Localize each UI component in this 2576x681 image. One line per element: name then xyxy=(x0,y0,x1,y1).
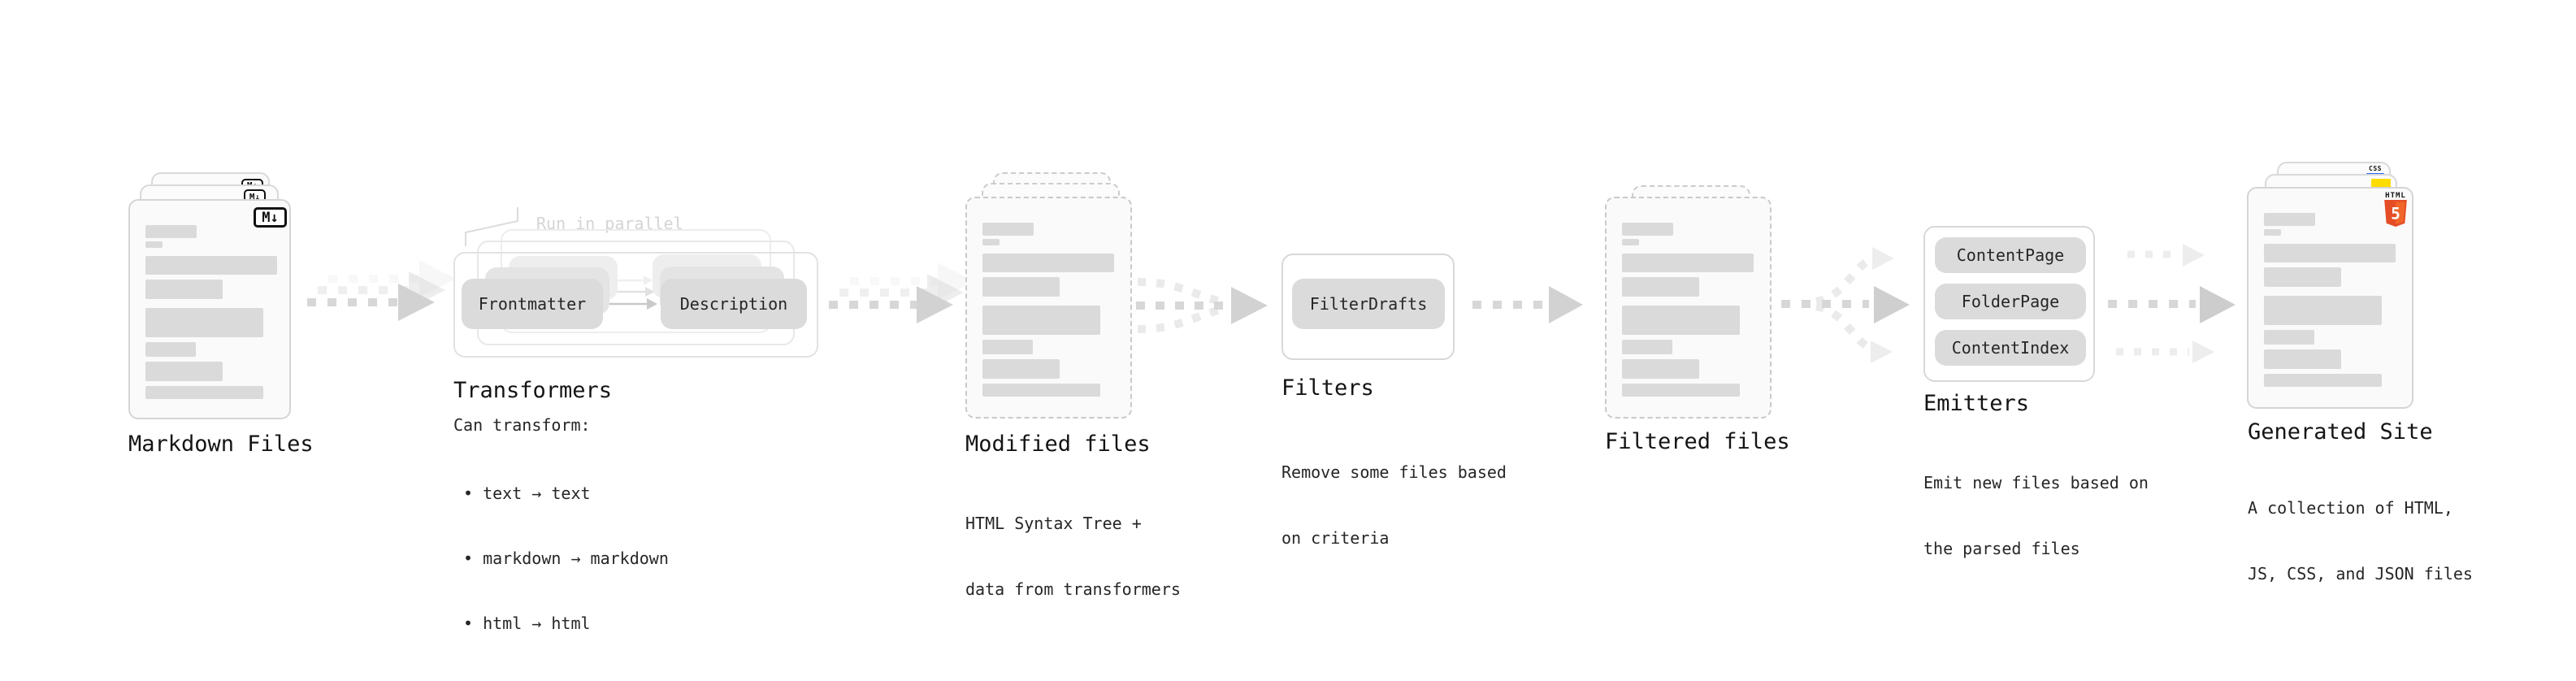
doc-text-line xyxy=(2264,267,2341,287)
markdown-file-card: M↓ xyxy=(128,199,291,419)
frontmatter-pill: Frontmatter xyxy=(462,279,603,329)
stage-title-emitters: Emitters xyxy=(1923,391,2030,416)
doc-text-line xyxy=(982,340,1033,354)
doc-text-line xyxy=(2264,244,2396,262)
js-file-icon xyxy=(2371,179,2391,189)
doc-text-line xyxy=(1622,340,1672,354)
generated-file-card: HTML 5 xyxy=(2247,187,2413,409)
doc-text-line xyxy=(145,256,277,275)
stage-title-filters: Filters xyxy=(1281,375,1374,401)
doc-text-line xyxy=(1622,223,1673,236)
contentindex-pill: ContentIndex xyxy=(1935,330,2086,366)
doc-text-line xyxy=(2264,229,2281,236)
modified-files-desc: HTML Syntax Tree + data from transformer… xyxy=(965,514,1181,599)
arrow-modified-to-filters xyxy=(1136,278,1268,333)
doc-text-line xyxy=(2264,349,2341,369)
doc-text-line xyxy=(145,241,163,248)
doc-text-line xyxy=(2264,330,2314,345)
doc-text-line xyxy=(982,254,1114,272)
stage-title-modified-files: Modified files xyxy=(965,432,1151,457)
doc-text-line xyxy=(982,359,1060,379)
stage-title-generated-site: Generated Site xyxy=(2248,419,2433,445)
bullet-item: • text → text xyxy=(463,484,591,503)
doc-text-line xyxy=(1622,277,1699,297)
filterdrafts-pill: FilterDrafts xyxy=(1292,279,1445,329)
stage-title-markdown-files: Markdown Files xyxy=(128,432,314,457)
bullet-item: • markdown → markdown xyxy=(463,549,669,568)
doc-text-line xyxy=(2264,213,2315,226)
doc-text-line xyxy=(1622,239,1639,245)
transformer-layer-box-front xyxy=(453,252,818,358)
html5-icon-word: HTML xyxy=(2385,192,2406,200)
doc-text-line xyxy=(1622,254,1754,272)
stage-title-transformers: Transformers xyxy=(453,378,613,403)
markdown-icon: M↓ xyxy=(254,207,287,228)
filters-desc: Remove some files based on criteria xyxy=(1281,462,1507,548)
arrow-filters-to-filtered xyxy=(1472,286,1583,323)
emitters-desc: Emit new files based on the parsed files xyxy=(1923,473,2149,558)
markdown-icon-label: M↓ xyxy=(262,209,279,226)
folderpage-pill: FolderPage xyxy=(1935,284,2086,319)
transformer-pill-arrows xyxy=(607,275,657,310)
html5-shield: 5 xyxy=(2384,200,2407,227)
doc-text-line xyxy=(982,277,1060,297)
doc-text-line xyxy=(1622,359,1699,379)
transformers-bullet-list: • text → text • markdown → markdown • ht… xyxy=(463,439,669,678)
filtered-file-card xyxy=(1605,197,1772,419)
transformers-desc-heading: Can transform: xyxy=(453,415,591,435)
generated-site-desc: A collection of HTML, JS, CSS, and JSON … xyxy=(2248,498,2473,583)
doc-text-line xyxy=(145,225,197,238)
doc-text-line xyxy=(145,342,196,357)
doc-text-line xyxy=(982,223,1034,236)
doc-text-line xyxy=(145,280,223,299)
doc-text-line xyxy=(1622,384,1740,397)
arrow-markdown-to-transformers xyxy=(307,260,456,321)
doc-text-line xyxy=(145,308,263,337)
css-icon-label: CSS xyxy=(2369,165,2382,172)
run-in-parallel-leader-line xyxy=(465,207,518,246)
doc-text-line xyxy=(1622,306,1740,335)
bullet-item: • html → html xyxy=(463,614,591,633)
stage-title-filtered-files: Filtered files xyxy=(1605,429,1790,454)
svg-text:5: 5 xyxy=(2391,204,2400,223)
description-pill: Description xyxy=(661,279,807,329)
doc-text-line xyxy=(145,386,263,399)
doc-text-line xyxy=(982,384,1100,397)
doc-text-line xyxy=(2264,296,2382,325)
doc-text-line xyxy=(982,239,1000,245)
contentpage-pill: ContentPage xyxy=(1935,237,2086,273)
doc-text-line xyxy=(2264,374,2382,387)
html5-icon: HTML 5 xyxy=(2382,192,2409,227)
doc-text-line xyxy=(145,362,223,381)
arrow-filtered-to-emitters xyxy=(1781,247,1910,363)
arrow-transformers-to-modified xyxy=(829,262,974,323)
arrow-emitters-to-generated xyxy=(2108,244,2236,363)
modified-file-card xyxy=(965,197,1132,419)
doc-text-line xyxy=(982,306,1100,335)
